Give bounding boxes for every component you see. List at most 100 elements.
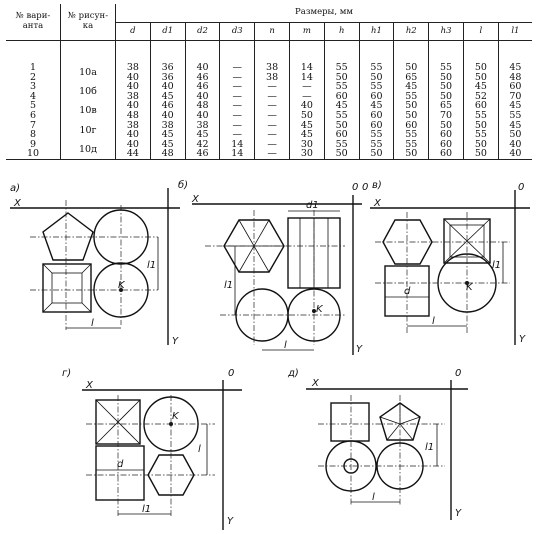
drawing-dd-y-label: Y bbox=[455, 508, 462, 519]
table-cell: 60 bbox=[370, 90, 383, 102]
drawing-a-tag: а) bbox=[10, 183, 20, 194]
table-cell: 55 bbox=[440, 62, 453, 73]
drawing-a-inner-square bbox=[51, 272, 83, 304]
table-cell: 65 bbox=[440, 100, 453, 112]
table-cell: 40 bbox=[126, 100, 139, 112]
drawing-dd-o-label: 0 bbox=[455, 368, 461, 379]
table-cell: 46 bbox=[196, 81, 209, 93]
table-cell: 70 bbox=[440, 109, 453, 121]
table-cell: 48 bbox=[509, 71, 522, 83]
sizes-subheader-d: d bbox=[115, 22, 151, 41]
table-cell: 55 bbox=[335, 81, 348, 93]
table-cell: 50 bbox=[405, 109, 418, 121]
drawing-dd: д) 0 X Y l1 l bbox=[287, 368, 468, 520]
table-cell: 45 bbox=[196, 129, 209, 141]
drawing-v-y-label: Y bbox=[519, 334, 526, 345]
table-cell: 45 bbox=[300, 129, 313, 141]
figure-number: 10в bbox=[79, 105, 97, 117]
sizes-subheader-l1: l1 bbox=[497, 22, 532, 41]
table-cell: 40 bbox=[196, 90, 209, 102]
table-cell: 50 bbox=[335, 71, 348, 83]
table-cell: 50 bbox=[474, 148, 487, 160]
table-cell: 14 bbox=[231, 138, 244, 150]
table-cell: 46 bbox=[196, 71, 209, 83]
table-cell: 38 bbox=[266, 62, 279, 73]
table-cell: 55 bbox=[370, 62, 383, 73]
table-cell: 55 bbox=[405, 138, 418, 150]
table-cell: 36 bbox=[161, 71, 174, 83]
table-cell: 30 bbox=[300, 138, 313, 150]
table-cell: 55 bbox=[370, 81, 383, 93]
table-cell: 45 bbox=[509, 100, 522, 112]
table-cell: 44 bbox=[126, 148, 139, 160]
table-cell: 46 bbox=[196, 148, 209, 160]
drawing-v-l-label: l bbox=[432, 316, 435, 327]
drawing-b-o-label: 0 bbox=[352, 182, 358, 193]
table-cell: 50 bbox=[474, 119, 487, 131]
table-cell: 45 bbox=[161, 129, 174, 141]
table-cell: 60 bbox=[509, 81, 522, 93]
table-cell: 45 bbox=[509, 62, 522, 73]
sizes-subheader-h3: h3 bbox=[428, 22, 464, 41]
table-cell: — bbox=[302, 81, 312, 93]
table-cell: — bbox=[267, 129, 277, 141]
drawing-dd-l-label: l bbox=[372, 492, 375, 503]
drawing-g-rectangle bbox=[95, 445, 145, 501]
sizes-subheader-h2: h2 bbox=[393, 22, 429, 41]
drawing-b-d1-label: d1 bbox=[306, 200, 319, 211]
figure-number: 10г bbox=[79, 124, 97, 136]
table-cell: 36 bbox=[161, 62, 174, 73]
table-cell: 46 bbox=[161, 100, 174, 112]
table-cell: — bbox=[232, 62, 243, 73]
table-cell: 50 bbox=[405, 148, 418, 160]
sizes-subheader-l: l bbox=[462, 22, 499, 41]
sizes-subheader-d3: d3 bbox=[219, 22, 255, 41]
drawing-a-l-label: l bbox=[91, 318, 94, 329]
sizes-subheader-d1: d1 bbox=[149, 22, 186, 41]
table-cell: 45 bbox=[300, 119, 313, 131]
table-cell: 40 bbox=[126, 71, 139, 83]
drawing-a-l1-label: l1 bbox=[147, 260, 156, 271]
drawing-b: б) X 0 Y K d1 l1 l bbox=[178, 179, 363, 355]
table-cell: 50 bbox=[370, 148, 383, 160]
table-cell: 55 bbox=[370, 138, 383, 150]
drawing-b-tag: б) bbox=[178, 179, 188, 191]
table-cell: 38 bbox=[126, 119, 139, 131]
drawing-g-tag: г) bbox=[62, 368, 71, 379]
drawing-dd-x-label: X bbox=[311, 378, 320, 389]
table-cell: 40 bbox=[509, 148, 522, 160]
table-cell: 45 bbox=[474, 81, 487, 93]
table-cell: 60 bbox=[335, 90, 348, 102]
table-cell: 50 bbox=[440, 71, 453, 83]
drawing-b-x-label: X bbox=[191, 194, 200, 205]
table-cell: 60 bbox=[440, 148, 453, 160]
table-cell: 50 bbox=[474, 71, 487, 83]
table-cell: 60 bbox=[370, 119, 383, 131]
figure-number: 10а bbox=[79, 67, 97, 78]
drawing-b-k-label: K bbox=[316, 304, 324, 315]
table-cell: 50 bbox=[335, 119, 348, 131]
figure-number: 10б bbox=[79, 86, 97, 98]
sizes-subheader-h: h bbox=[323, 22, 360, 41]
table-cell: 40 bbox=[300, 100, 313, 112]
table-cell: 45 bbox=[161, 90, 174, 102]
table-cell: 60 bbox=[405, 119, 418, 131]
table-cell: 40 bbox=[509, 138, 522, 150]
figure-column-header: № рисун- ка bbox=[60, 4, 116, 41]
table-cell: — bbox=[232, 71, 243, 83]
table-cell: 40 bbox=[196, 62, 209, 73]
table-cell: 38 bbox=[126, 62, 139, 73]
drawing-b-y-label: Y bbox=[356, 344, 363, 355]
table-cell: 50 bbox=[440, 119, 453, 131]
variant-number: 9 bbox=[29, 138, 37, 150]
